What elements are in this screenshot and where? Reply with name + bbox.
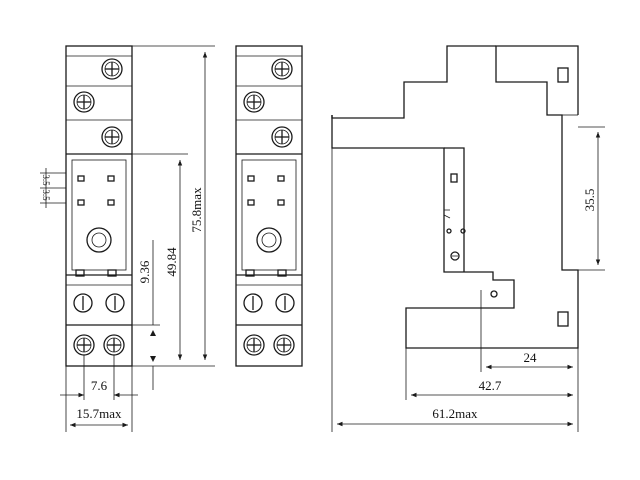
screw-terminal-icon	[271, 58, 293, 80]
socket-pin-icon	[107, 175, 115, 182]
screw-terminal-icon	[243, 334, 265, 356]
socket-pin-icon	[107, 199, 115, 206]
dim-pin-pitch-top: 3.5	[41, 174, 51, 186]
socket-pin-icon	[77, 199, 85, 206]
screw-terminal-icon	[73, 334, 95, 356]
screw-terminal-icon	[101, 58, 123, 80]
front-view-right	[235, 45, 303, 367]
screw-terminal-icon	[273, 334, 295, 356]
dim-side-42-7: 42.7	[479, 378, 502, 393]
dim-side-24: 24	[524, 350, 538, 365]
dim-rail-height: 35.5	[582, 189, 597, 212]
dim-overall-depth: 61.2max	[432, 406, 478, 421]
dim-width: 15.7max	[76, 406, 122, 421]
dim-overall-height: 75.8max	[189, 187, 204, 233]
screw-terminal-icon	[73, 91, 95, 113]
dim-base-height: 49.84	[164, 247, 179, 277]
screw-terminal-icon	[271, 126, 293, 148]
screw-terminal-icon	[101, 126, 123, 148]
dim-pin-pitch-bottom: 3.5	[41, 189, 51, 201]
front-view-left	[65, 45, 133, 367]
socket-pin-icon	[77, 175, 85, 182]
dim-terminal-offset: 9.36	[137, 260, 152, 283]
side-view	[331, 45, 579, 349]
dim-terminal-pitch: 7.6	[91, 378, 108, 393]
screw-terminal-icon	[103, 334, 125, 356]
screw-terminal-icon	[243, 91, 265, 113]
